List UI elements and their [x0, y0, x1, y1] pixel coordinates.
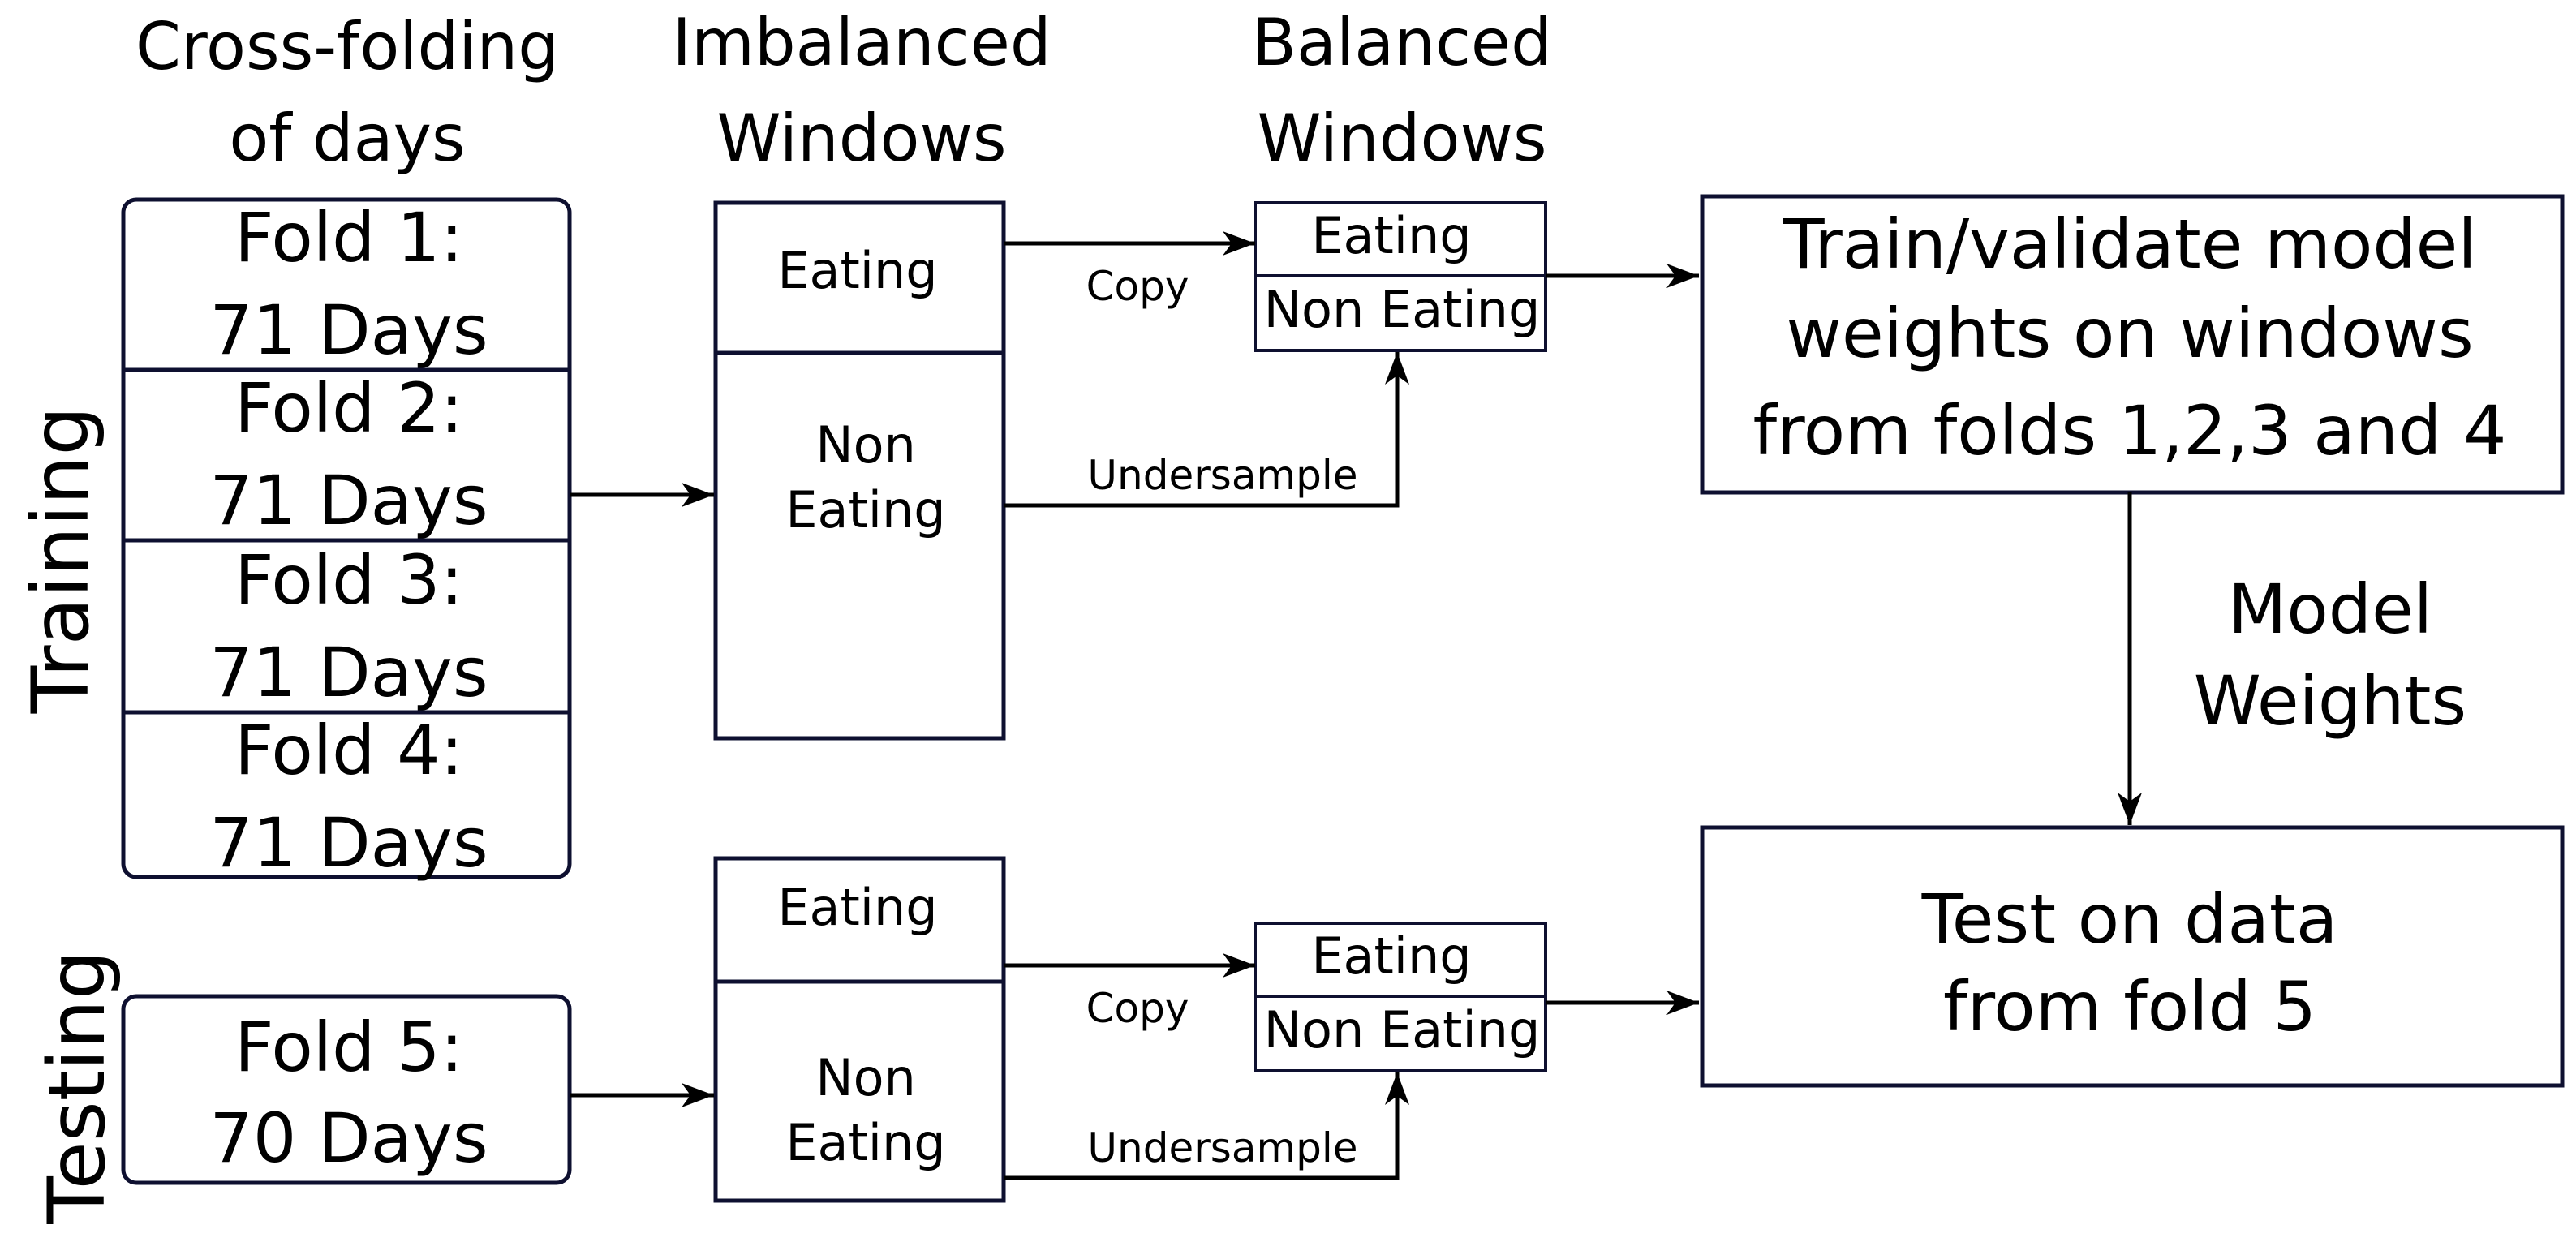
test-box: Test on data from fold 5 — [1700, 825, 2565, 1088]
fold-4-days: 71 Days — [209, 803, 488, 883]
fold-3-days: 71 Days — [209, 633, 488, 712]
fold-5-name: Fold 5: — [234, 1008, 463, 1087]
test-box-line2: from fold 5 — [1943, 967, 2316, 1047]
fold-1-name: Fold 1: — [234, 198, 463, 277]
fold-2-name: Fold 2: — [234, 368, 463, 448]
fold-2-days: 71 Days — [209, 461, 488, 540]
test-box-line1: Test on data — [1921, 879, 2338, 959]
fold-4-name: Fold 4: — [234, 711, 463, 790]
balanced-test-eating: Eating — [1311, 926, 1471, 986]
header-crossfold-line1: Cross-folding — [135, 9, 559, 84]
header-balanced-line1: Balanced — [1252, 5, 1552, 80]
header-crossfold-line2: of days — [229, 101, 465, 176]
balanced-train-eating: Eating — [1311, 206, 1471, 265]
copy-label-test: Copy — [1086, 985, 1189, 1032]
training-side-label: Training — [15, 406, 106, 715]
copy-label-train: Copy — [1086, 263, 1189, 310]
imbalanced-test-box: Eating Non Eating — [713, 856, 1006, 1203]
model-weights-line1: Model — [2228, 569, 2432, 649]
imbalanced-test-eating: Eating — [777, 878, 937, 937]
balanced-test-non-eating: Non Eating — [1264, 1000, 1541, 1059]
train-box-line1: Train/validate model — [1782, 204, 2476, 284]
train-box-line2: weights on windows — [1786, 294, 2473, 373]
undersample-label-train: Undersample — [1087, 452, 1357, 499]
imbalanced-train-non-line2: Eating — [785, 480, 945, 539]
balanced-test-box: Eating Non Eating — [1254, 922, 1547, 1072]
model-weights-line2: Weights — [2194, 661, 2466, 741]
fold-3-name: Fold 3: — [234, 540, 463, 620]
arrow-undersample-test — [1004, 1072, 1409, 1180]
imbalanced-train-box: Eating Non Eating — [713, 200, 1006, 741]
fold-1-days: 71 Days — [209, 290, 488, 370]
imbalanced-test-non-line1: Non — [815, 1048, 916, 1107]
train-validate-box: Train/validate model weights on windows … — [1700, 194, 2565, 495]
train-box-line3: from folds 1,2,3 and 4 — [1753, 391, 2507, 471]
imbalanced-train-non-line1: Non — [815, 415, 916, 475]
undersample-label-test: Undersample — [1087, 1124, 1357, 1171]
balanced-train-non-eating: Non Eating — [1264, 280, 1541, 339]
header-imbalanced-line2: Windows — [716, 101, 1006, 176]
header-imbalanced-line1: Imbalanced — [672, 5, 1051, 80]
balanced-train-box: Eating Non Eating — [1254, 201, 1547, 352]
testing-fold-box: Fold 5: 70 Days — [121, 994, 572, 1185]
arrows — [570, 231, 2142, 1180]
arrow-undersample-train — [1004, 352, 1409, 508]
testing-side-label: Testing — [32, 950, 123, 1225]
fold-5-days: 70 Days — [209, 1098, 488, 1178]
imbalanced-test-non-line2: Eating — [785, 1113, 945, 1172]
imbalanced-train-eating: Eating — [777, 241, 937, 300]
header-balanced-line2: Windows — [1257, 101, 1546, 176]
training-folds-box: Fold 1: 71 Days Fold 2: 71 Days Fold 3: … — [121, 197, 572, 883]
